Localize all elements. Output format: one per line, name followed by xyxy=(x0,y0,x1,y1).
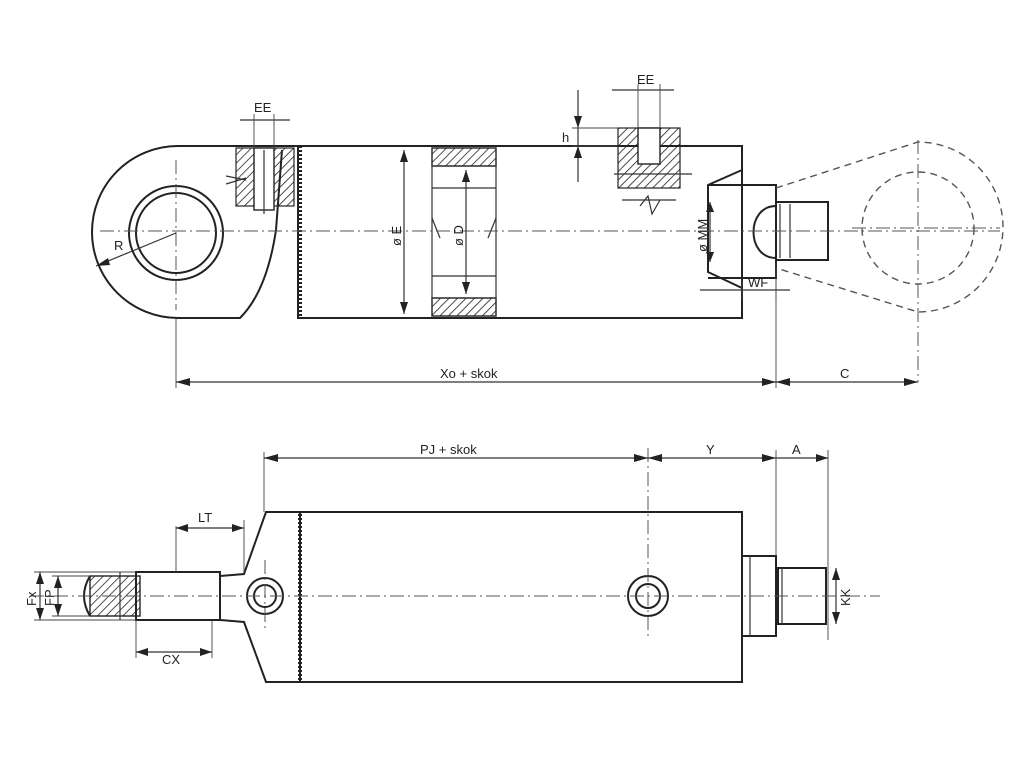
piston-bottom-hatch xyxy=(431,297,497,317)
top-view: EE EE h R ø E ø D ø MM WF Xo + skok C xyxy=(91,72,1004,388)
label-a: A xyxy=(792,442,801,457)
label-fx: Fx xyxy=(24,591,39,606)
rear-eye-outline xyxy=(91,145,298,319)
rear-tang xyxy=(219,511,300,683)
label-cx: CX xyxy=(162,652,180,667)
label-c: C xyxy=(840,366,849,381)
label-phi-e: ø E xyxy=(389,225,404,246)
label-phi-d: ø D xyxy=(451,225,466,246)
phantom-clevis xyxy=(775,141,1004,313)
piston-body xyxy=(431,165,497,299)
label-r: R xyxy=(114,238,123,253)
barrel-side xyxy=(299,511,743,683)
label-ee-left: EE xyxy=(254,100,272,115)
bottom-view: PJ + skok Y A LT CX Fx FP KK xyxy=(24,442,880,683)
label-fp: FP xyxy=(42,589,57,606)
port-right-bore xyxy=(637,127,661,165)
label-lt: LT xyxy=(198,510,212,525)
front-cap xyxy=(707,168,743,296)
label-ee-right: EE xyxy=(637,72,655,87)
label-h: h xyxy=(562,130,569,145)
label-pj-skok: PJ + skok xyxy=(420,442,477,457)
label-phi-mm: ø MM xyxy=(695,219,710,252)
rod-nose xyxy=(752,205,777,259)
label-wf: WF xyxy=(748,275,768,290)
label-y: Y xyxy=(706,442,715,457)
label-xo-skok: Xo + skok xyxy=(440,366,498,381)
label-kk: KK xyxy=(838,588,853,606)
piston-top-hatch xyxy=(431,147,497,167)
